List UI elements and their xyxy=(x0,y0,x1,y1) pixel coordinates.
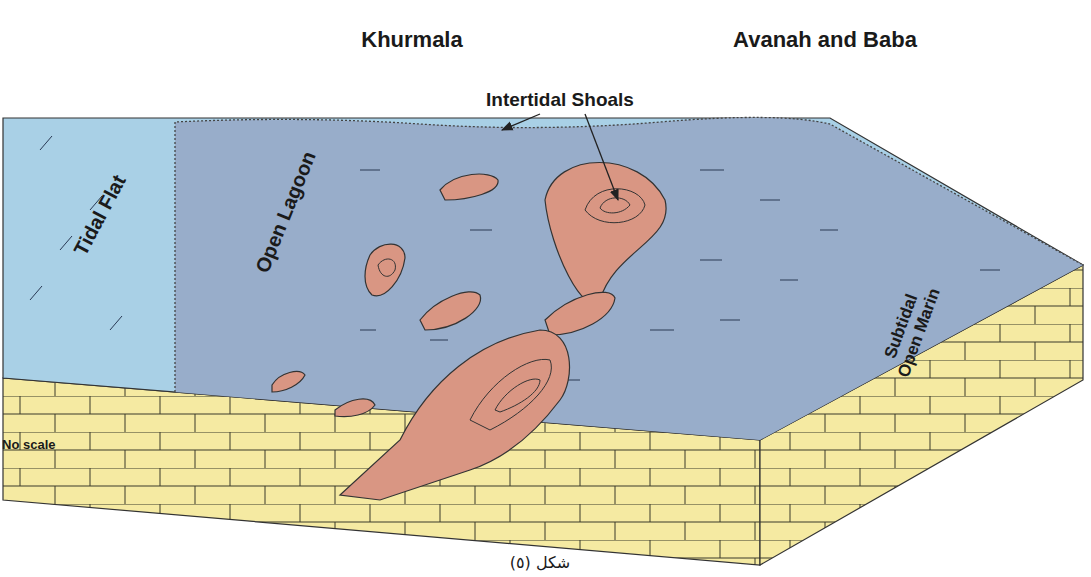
leader-arrow xyxy=(502,114,540,130)
figure-caption: شكل (٥) xyxy=(510,553,571,572)
facies-heading: Avanah and Baba xyxy=(733,28,917,52)
shoal-contours xyxy=(378,189,645,430)
leader-arrow xyxy=(585,114,618,200)
facies-boundary xyxy=(175,117,1083,392)
intertidal-shoals xyxy=(272,163,666,501)
scale-note: No scale xyxy=(2,438,55,452)
callout-label: Intertidal Shoals xyxy=(486,90,634,111)
facies-heading: Khurmala xyxy=(361,28,462,52)
lagoon-area xyxy=(175,117,1083,440)
